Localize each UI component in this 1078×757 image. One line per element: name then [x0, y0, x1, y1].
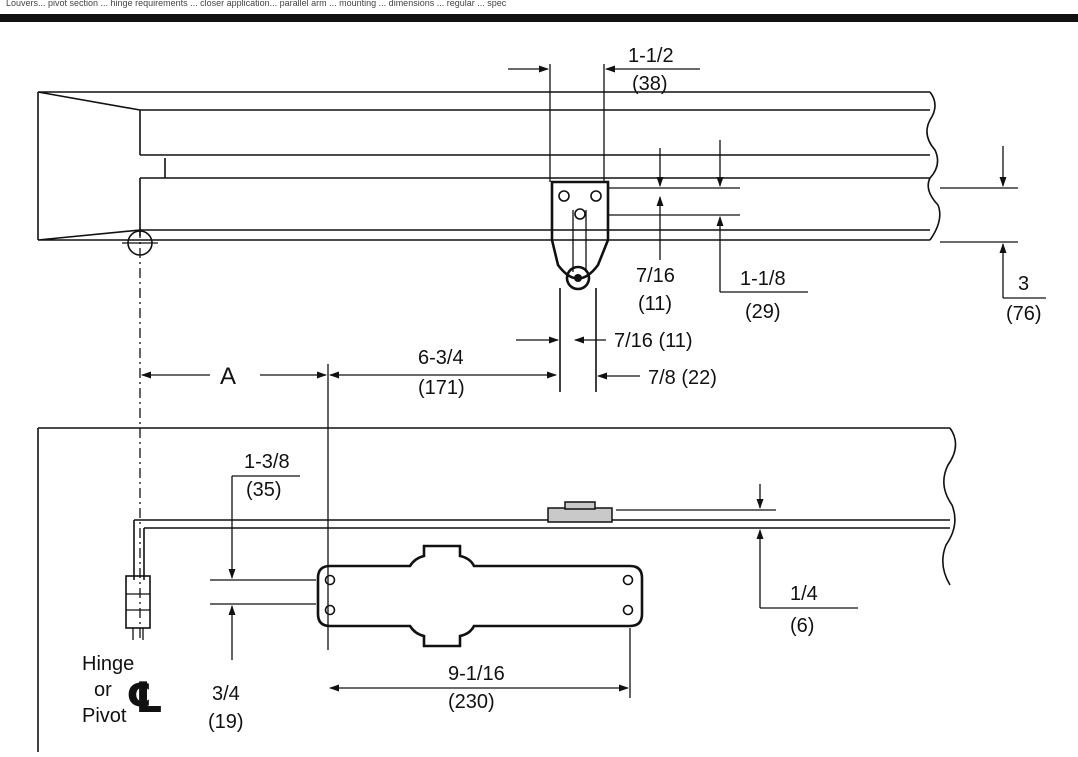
dim-stop-gap-mm: (6)	[790, 615, 814, 637]
bottom-view: 1-3/8 (35) 3/4 (19) 1/4 (6) 9-1/16 (230)…	[37, 427, 957, 752]
hinge-knuckle	[125, 575, 151, 640]
dim-body-top-frac: 1-3/8	[244, 451, 290, 473]
door-face	[37, 427, 950, 752]
top-view: 1-1/2 (38) 7/16 (11) 1-1/8 (29) 3 (76) 7…	[37, 45, 1046, 650]
header-bar	[0, 14, 1078, 22]
dim-bracket-width-mm: (38)	[632, 73, 668, 95]
dim-body-length-frac: 9-1/16	[448, 663, 505, 685]
dim-body-top-mm: (35)	[246, 479, 282, 501]
stop-block	[547, 507, 613, 523]
dim-pin-width: 7/8 (22)	[648, 367, 717, 389]
dim-frame-depth-mm: (76)	[1006, 303, 1042, 325]
hinge-pivot-marker	[122, 228, 158, 640]
dim-arm-distance-frac: 6-3/4	[418, 347, 464, 369]
hinge-label-line2: or	[94, 679, 112, 701]
dim-shoe-offset-frac: 1-1/8	[740, 268, 786, 290]
frame-outline	[37, 91, 930, 241]
dim-body-bottom-mm: (19)	[208, 711, 244, 733]
centerline-icon: ℄	[126, 674, 164, 721]
dim-hinge-distance: A	[220, 363, 236, 390]
dim-frame-depth-frac: 3	[1018, 273, 1029, 295]
dim-stop-gap-frac: 1/4	[790, 583, 818, 605]
break-line-top	[926, 91, 941, 241]
break-line-bottom	[942, 427, 957, 586]
arm-shoe-bracket	[550, 180, 610, 392]
dim-body-bottom-frac: 3/4	[212, 683, 240, 705]
closer-body	[316, 544, 644, 648]
dim-shoe-offset-mm: (29)	[745, 301, 781, 323]
dim-arm-width: 7/16 (11)	[614, 330, 693, 352]
dim-bracket-width-frac: 1-1/2	[628, 45, 674, 67]
dim-shoe-height-frac: 7/16	[636, 265, 675, 287]
dim-arm-distance-mm: (171)	[418, 377, 465, 399]
dim-body-length-mm: (230)	[448, 691, 495, 713]
hinge-label-line1: Hinge	[82, 653, 134, 675]
hinge-label-line3: Pivot	[82, 705, 127, 727]
header-text: Louvers... pivot section ... hinge requi…	[6, 0, 507, 8]
dim-shoe-height-mm: (11)	[638, 293, 672, 315]
